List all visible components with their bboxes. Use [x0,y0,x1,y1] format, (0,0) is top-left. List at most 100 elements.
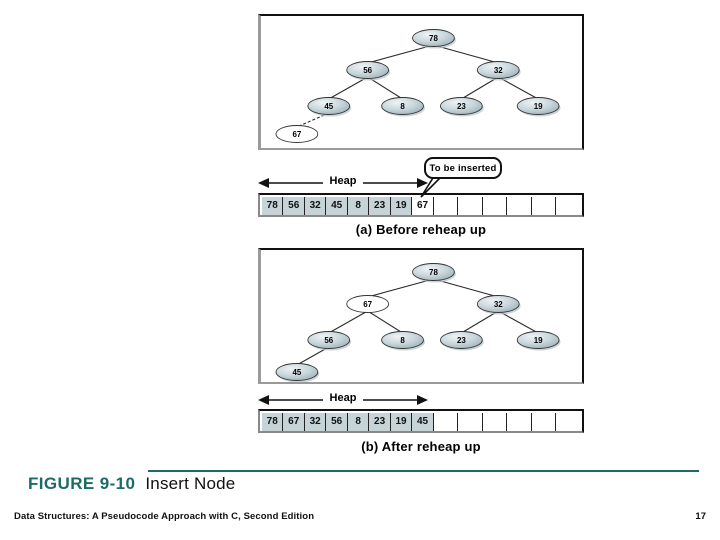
heap-array-after-cell: 8 [347,413,370,431]
heap-array-after-cell [507,413,532,431]
figure-divider-rule [148,470,699,472]
node-ellipse [307,97,351,115]
heap-array-after-cell: 56 [326,413,348,431]
callout-pointer-icon [420,176,444,198]
node-ellipse [439,331,483,349]
node-ellipse [346,295,390,313]
node-label: 19 [534,336,543,345]
tree-before-node-8: 8 [381,97,425,117]
tree-after-edge [367,278,434,298]
tree-before-node-67: 67 [275,125,319,143]
node-label: 19 [534,102,543,111]
tree-before-edge [497,76,539,100]
node-label: 32 [494,66,503,75]
heap-array-before-cell: 78 [262,197,284,215]
node-label: 23 [457,102,466,111]
tree-after-node-8: 8 [381,331,425,351]
node-ellipse [476,295,520,313]
node-ellipse [412,263,455,281]
heap-array-before-cell: 19 [390,197,413,215]
tree-after-edge [328,310,368,334]
node-ellipse [381,331,424,349]
node-ellipse [381,97,424,115]
footer-page-number: 17 [695,511,706,522]
heap-array-after-cell [482,413,508,431]
tree-after-node-67: 67 [346,295,390,313]
heap-array-before-cell: 45 [326,197,348,215]
node-label: 32 [494,300,503,309]
node-ellipse [346,61,390,79]
to-be-inserted-callout: To be inserted [424,157,502,179]
node-label: 67 [363,300,372,309]
node-label: 45 [324,102,333,111]
tree-before-node-56: 56 [346,61,391,81]
node-label: 56 [324,336,333,345]
heap-array-before-cell [556,197,581,215]
heap-array-after-cell: 67 [283,413,305,431]
footer-book-title: Data Structures: A Pseudocode Approach w… [14,511,315,522]
tree-before-edge [367,76,403,100]
heap-range-indicator-after: Heap [258,391,428,409]
node-ellipse [275,125,319,143]
heap-label-before: Heap [323,175,363,187]
tree-before-node-45: 45 [307,97,352,117]
binary-tree-diagram-before: 78 56 32 45 8 23 19 67 [275,29,561,143]
heap-array-after-cell: 23 [369,413,391,431]
heap-array-before-cell [482,197,508,215]
binary-tree-diagram-after: 78 67 32 56 8 23 19 45 [275,263,561,382]
sub-caption-after: (b) After reheap up [361,439,481,454]
tree-before-node-32: 32 [476,61,521,81]
tree-before-edge [461,76,499,100]
sub-caption-before: (a) Before reheap up [355,222,487,237]
tree-after-edge [461,310,499,334]
heap-array-before-cell: 8 [347,197,370,215]
tree-after-node-19: 19 [516,331,561,351]
heap-label-after: Heap [323,392,363,404]
tree-panel-after: 78 67 32 56 8 23 19 45 [258,248,584,384]
node-ellipse [412,29,455,47]
heap-array-after-cell: 32 [304,413,327,431]
tree-before-node-19: 19 [516,97,561,117]
node-label: 78 [429,34,438,43]
heap-array-after-cell [531,413,557,431]
heap-array-before-cell: 67 [412,197,434,215]
node-label: 45 [292,368,301,377]
node-label: 78 [429,268,438,277]
heap-array-before-cell: 32 [304,197,327,215]
node-ellipse [307,331,351,349]
tree-before-edge [433,44,499,64]
tree-after-edge [367,310,403,334]
node-label: 8 [400,336,405,345]
tree-after-edge [497,310,539,334]
heap-array-after-cell [433,413,459,431]
tree-before-edge [328,76,368,100]
heap-array-before-cell [507,197,532,215]
tree-after-edge [433,278,499,298]
heap-array-before-cell [531,197,557,215]
tree-before-edge [367,44,434,64]
tree-after-node-56: 56 [307,331,352,351]
heap-array-after-cell [556,413,581,431]
tree-after-node-78: 78 [412,263,456,283]
heap-array-after-cell: 45 [412,413,434,431]
heap-array-before-cell: 56 [283,197,305,215]
node-ellipse [275,363,319,381]
heap-array-before-cell [433,197,459,215]
heap-array-before-cell [458,197,483,215]
tree-after-node-32: 32 [476,295,521,315]
tree-panel-before: 78 56 32 45 8 23 19 67 [258,14,584,150]
tree-after-node-45: 45 [275,363,320,382]
heap-array-after-cell [458,413,483,431]
node-ellipse [439,97,483,115]
heap-range-indicator-before: Heap [258,174,428,192]
node-label: 23 [457,336,466,345]
heap-array-after-cell: 78 [262,413,284,431]
node-ellipse [516,331,560,349]
node-ellipse [516,97,560,115]
node-label: 67 [292,130,301,139]
heap-array-before-cell: 23 [369,197,391,215]
node-label: 8 [400,102,405,111]
node-ellipse [476,61,520,79]
